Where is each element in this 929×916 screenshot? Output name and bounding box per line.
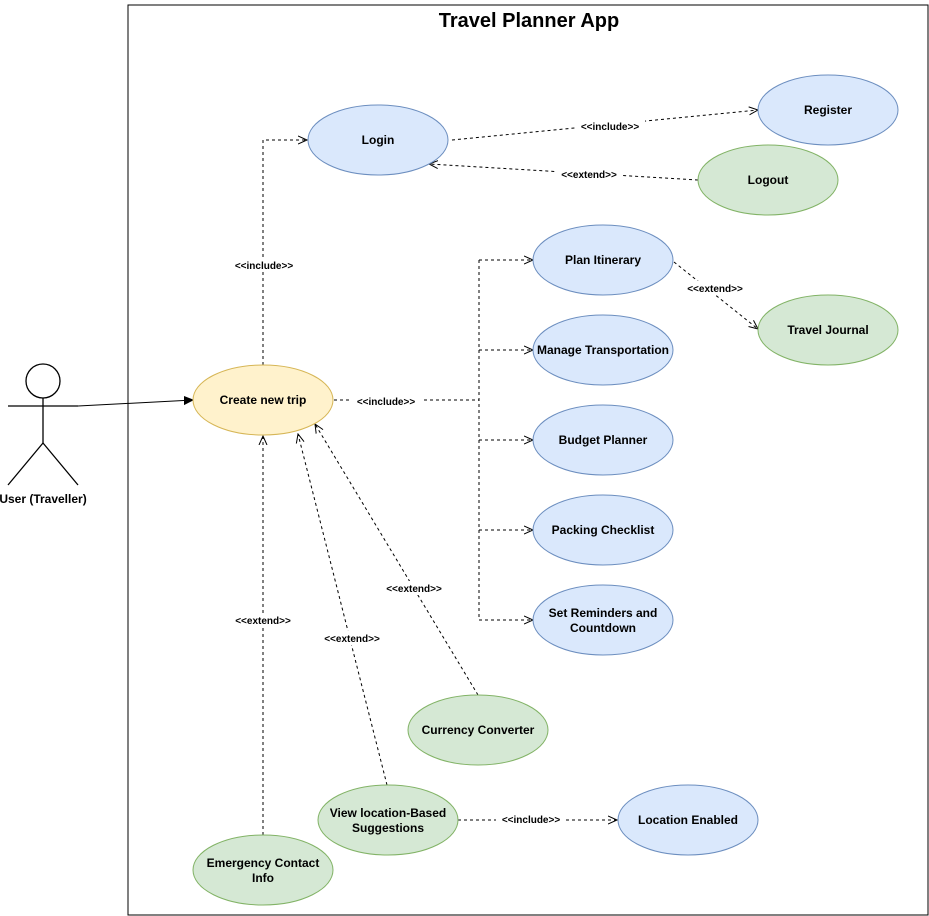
- svg-text:Travel Journal: Travel Journal: [787, 323, 868, 337]
- use-case-create-new-trip[interactable]: Create new trip: [192, 364, 334, 436]
- svg-text:Plan Itinerary: Plan Itinerary: [565, 253, 641, 267]
- label-extend-travel-journal: <<extend>>: [687, 284, 743, 295]
- svg-text:Suggestions: Suggestions: [352, 821, 424, 835]
- use-case-logout[interactable]: Logout: [697, 144, 839, 216]
- svg-text:Info: Info: [252, 871, 274, 885]
- label-extend-emergency: <<extend>>: [235, 616, 291, 627]
- svg-text:Countdown: Countdown: [570, 621, 636, 635]
- label-include-create: <<include>>: [357, 397, 416, 408]
- use-case-currency-converter[interactable]: Currency Converter: [407, 694, 549, 766]
- extend-currency-converter-line: [315, 424, 479, 696]
- actor-label: User (Traveller): [0, 492, 87, 506]
- actor-user: [7, 363, 79, 486]
- label-extend-logout: <<extend>>: [561, 170, 617, 181]
- svg-text:Create new trip: Create new trip: [220, 393, 307, 407]
- actor-right-leg: [42, 442, 79, 486]
- use-case-plan-itinerary[interactable]: Plan Itinerary: [532, 224, 674, 296]
- svg-text:Register: Register: [804, 103, 852, 117]
- association-line: [77, 400, 193, 407]
- label-extend-view-location: <<extend>>: [324, 634, 380, 645]
- use-case-travel-journal[interactable]: Travel Journal: [757, 294, 899, 366]
- label-include-login: <<include>>: [235, 261, 294, 272]
- use-case-register[interactable]: Register: [757, 74, 899, 146]
- use-case-view-location-suggestions[interactable]: View location-Based Suggestions: [317, 784, 459, 856]
- svg-text:Budget Planner: Budget Planner: [559, 433, 648, 447]
- use-case-location-enabled[interactable]: Location Enabled: [617, 784, 759, 856]
- system-title: Travel Planner App: [439, 10, 619, 32]
- include-login-line: [262, 140, 307, 365]
- use-case-manage-transportation[interactable]: Manage Transportation: [532, 314, 674, 386]
- use-case-set-reminders[interactable]: Set Reminders and Countdown: [532, 584, 674, 656]
- svg-text:Emergency Contact: Emergency Contact: [207, 856, 320, 870]
- label-include-location-enabled: <<include>>: [502, 815, 561, 826]
- svg-text:Packing Checklist: Packing Checklist: [552, 523, 655, 537]
- actor-left-leg: [7, 442, 44, 486]
- svg-text:Login: Login: [362, 133, 395, 147]
- actor-head: [25, 363, 61, 399]
- svg-text:Logout: Logout: [748, 173, 789, 187]
- label-extend-currency: <<extend>>: [386, 584, 442, 595]
- use-case-emergency-contact[interactable]: Emergency Contact Info: [192, 834, 334, 906]
- label-include-register: <<include>>: [581, 122, 640, 133]
- extend-view-location-line: [298, 434, 388, 786]
- use-case-login[interactable]: Login: [307, 104, 449, 176]
- relation-labels: <<include>> <<include>> <<extend>> <<inc…: [229, 119, 749, 826]
- svg-text:Location Enabled: Location Enabled: [638, 813, 738, 827]
- use-case-budget-planner[interactable]: Budget Planner: [532, 404, 674, 476]
- svg-text:Manage Transportation: Manage Transportation: [537, 343, 669, 357]
- svg-text:Set Reminders and: Set Reminders and: [549, 606, 658, 620]
- svg-text:Currency Converter: Currency Converter: [422, 723, 535, 737]
- svg-text:View location-Based: View location-Based: [330, 806, 446, 820]
- use-case-packing-checklist[interactable]: Packing Checklist: [532, 494, 674, 566]
